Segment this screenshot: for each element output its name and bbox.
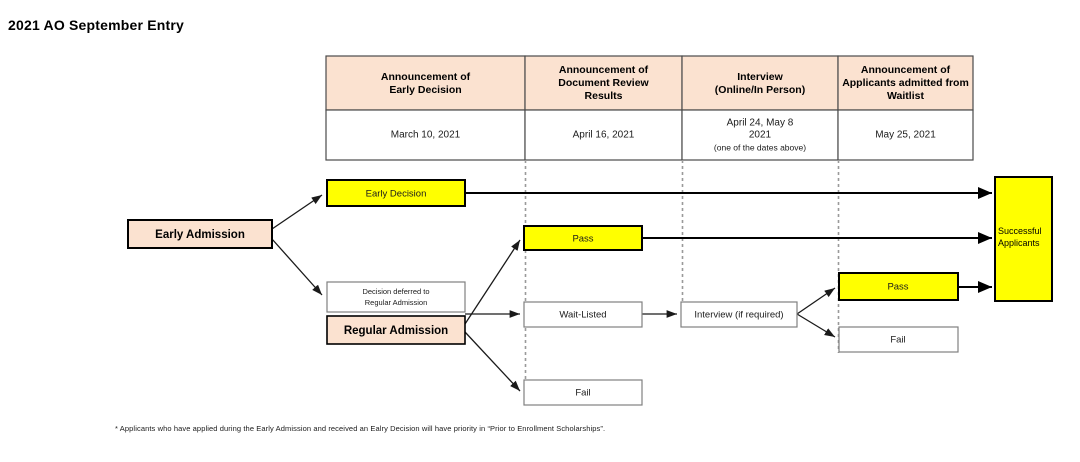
svg-text:Document Review: Document Review	[558, 77, 649, 89]
node-successful-applicants-line2: Applicants	[998, 238, 1040, 248]
node-wait-listed[interactable]: Wait-Listed	[523, 301, 643, 328]
schedule-header-label-3: Interview (Online/In Person)	[715, 71, 805, 96]
svg-text:Announcement of: Announcement of	[559, 64, 649, 76]
svg-text:Interview: Interview	[737, 71, 783, 83]
svg-text:(one of the dates above): (one of the dates above)	[714, 142, 806, 152]
node-wait-listed-label: Wait-Listed	[559, 310, 606, 321]
schedule-table: Announcement of Early Decision Announcem…	[325, 55, 974, 161]
node-early-admission-label: Early Admission	[155, 229, 245, 241]
svg-text:Waitlist: Waitlist	[887, 90, 924, 102]
svg-text:Announcement of: Announcement of	[381, 71, 471, 83]
node-waitlist-fail-label: Fail	[890, 335, 905, 346]
node-doc-fail[interactable]: Fail	[523, 379, 643, 406]
schedule-date-cell-1	[325, 109, 526, 161]
node-interview[interactable]: Interview (if required)	[680, 301, 798, 328]
schedule-header-label-4: Announcement of Applicants admitted from…	[842, 64, 969, 102]
flow-connectors	[271, 187, 992, 392]
svg-text:Early Decision: Early Decision	[389, 84, 461, 96]
schedule-date-cell-3	[681, 109, 839, 161]
node-early-decision[interactable]: Early Decision	[326, 179, 466, 207]
svg-text:Announcement of: Announcement of	[861, 64, 951, 76]
node-waitlist-pass-label: Pass	[887, 282, 908, 293]
node-early-decision-label: Early Decision	[366, 189, 427, 200]
schedule-date-label-1: March 10, 2021	[391, 130, 461, 141]
node-early-admission[interactable]: Early Admission	[127, 219, 273, 249]
schedule-header-label-1: Announcement of Early Decision	[381, 71, 471, 96]
svg-text:Results: Results	[585, 90, 623, 102]
node-regular-admission[interactable]: Regular Admission	[326, 315, 466, 345]
svg-text:April 24, May 8: April 24, May 8	[727, 118, 794, 129]
page-title: 2021 AO September Entry	[8, 17, 185, 33]
node-doc-pass-label: Pass	[572, 234, 593, 245]
svg-text:March 10, 2021: March 10, 2021	[391, 130, 461, 141]
node-decision-deferred-line1: Decision deferred to	[362, 287, 429, 296]
node-doc-fail-label: Fail	[575, 388, 590, 399]
node-regular-admission-label: Regular Admission	[344, 325, 448, 337]
schedule-date-label-2: April 16, 2021	[573, 130, 635, 141]
node-waitlist-pass[interactable]: Pass	[838, 272, 959, 301]
svg-text:(Online/In Person): (Online/In Person)	[715, 84, 805, 96]
schedule-date-label-4: May 25, 2021	[875, 130, 936, 141]
svg-text:April 16, 2021: April 16, 2021	[573, 130, 635, 141]
schedule-header-label-2: Announcement of Document Review Results	[558, 64, 649, 102]
column-guides	[524, 160, 840, 406]
connector-interview-to-fail	[796, 313, 836, 338]
footnote: * Applicants who have applied during the…	[115, 424, 606, 433]
svg-text:Applicants admitted from: Applicants admitted from	[842, 77, 969, 89]
svg-text:2021: 2021	[749, 130, 772, 141]
node-doc-pass[interactable]: Pass	[523, 225, 643, 251]
connector-interview-to-pass	[796, 287, 836, 315]
node-decision-deferred[interactable]: Decision deferred to Regular Admission	[326, 281, 466, 313]
schedule-date-cell-2	[524, 109, 683, 161]
node-successful-applicants-line1: Successful	[998, 226, 1042, 236]
node-decision-deferred-line2: Regular Admission	[365, 298, 428, 307]
schedule-header-cell-4	[837, 55, 974, 111]
schedule-date-label-3: April 24, May 8 2021 (one of the dates a…	[714, 118, 806, 153]
node-waitlist-fail[interactable]: Fail	[838, 326, 959, 353]
schedule-date-cell-4	[837, 109, 974, 161]
node-interview-label: Interview (if required)	[694, 310, 783, 321]
connector-regular-to-pass	[464, 239, 521, 325]
connector-regular-to-fail	[464, 331, 521, 392]
node-successful-applicants[interactable]: Successful Applicants	[994, 176, 1053, 302]
connector-early-admission-to-deferred	[271, 238, 323, 296]
svg-text:May 25, 2021: May 25, 2021	[875, 130, 936, 141]
connector-early-admission-to-early-decision	[271, 194, 323, 230]
